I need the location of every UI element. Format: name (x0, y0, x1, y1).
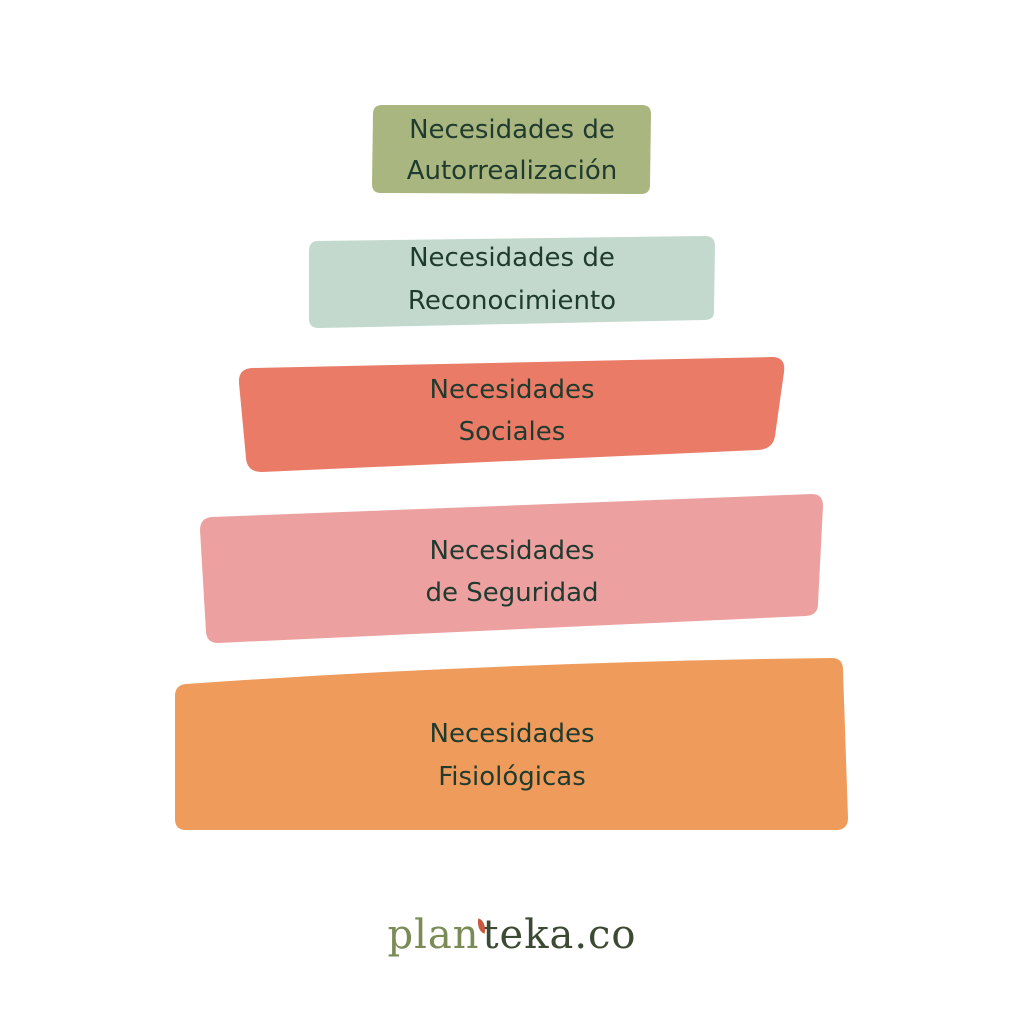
planteka-logo: planteka.co (0, 915, 1024, 955)
tier-autorrealizacion: Necesidades de Autorrealización (372, 105, 651, 194)
tier-fisiologicas-label-1: Necesidades (430, 719, 595, 749)
logo-text-part2: teka.co (482, 912, 637, 958)
tier-seguridad-label-2: de Seguridad (425, 578, 598, 608)
tier-fisiologicas: Necesidades Fisiológicas (175, 658, 848, 830)
tier-sociales-label-2: Sociales (459, 417, 566, 447)
tier-reconocimiento-label-2: Reconocimiento (408, 286, 616, 316)
tier-reconocimiento-label-1: Necesidades de (409, 243, 615, 273)
tier-sociales-label-1: Necesidades (430, 375, 595, 405)
tier-sociales: Necesidades Sociales (238, 357, 785, 472)
tier-reconocimiento-shape (309, 236, 715, 328)
tier-sociales-shape (238, 357, 785, 472)
tier-autorrealizacion-label-1: Necesidades de (409, 115, 615, 145)
tier-autorrealizacion-label-2: Autorrealización (407, 156, 618, 186)
tier-fisiologicas-shape (175, 658, 848, 830)
tier-reconocimiento: Necesidades de Reconocimiento (309, 236, 715, 328)
tier-seguridad: Necesidades de Seguridad (200, 494, 823, 643)
tier-autorrealizacion-shape (372, 105, 651, 194)
tier-fisiologicas-label-2: Fisiológicas (438, 762, 586, 792)
tier-seguridad-label-1: Necesidades (430, 536, 595, 566)
tier-seguridad-shape (200, 494, 823, 643)
logo-text-part1: plan (387, 912, 480, 958)
